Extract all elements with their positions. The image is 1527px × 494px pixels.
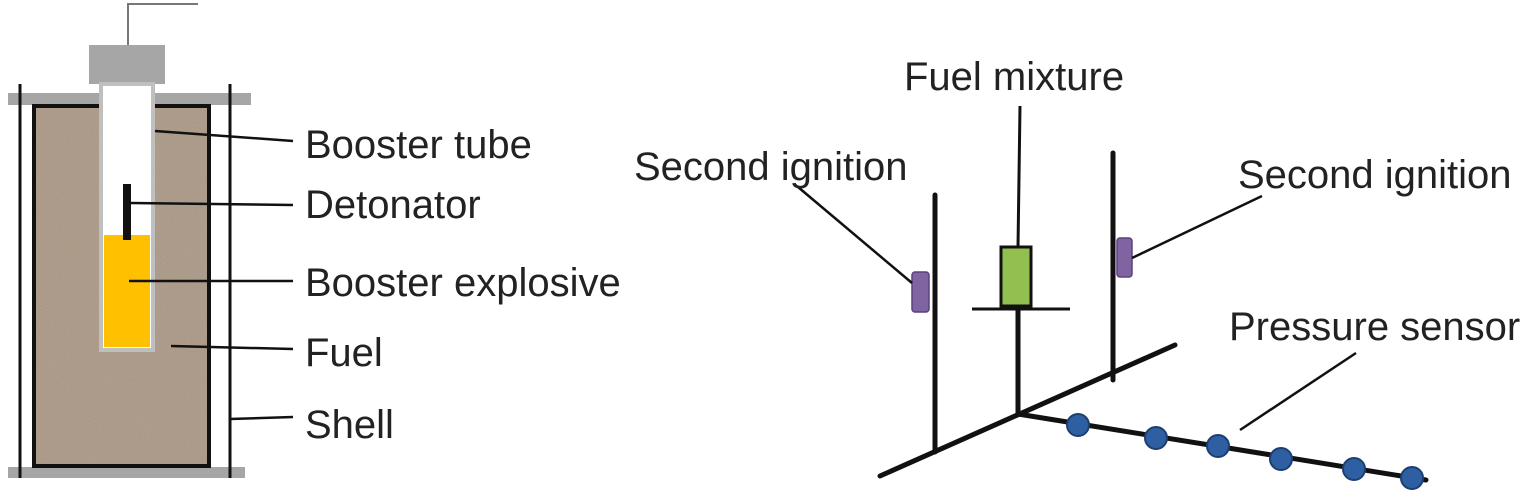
label-second-ignition-left: Second ignition	[634, 145, 908, 189]
pressure-sensor	[1269, 447, 1293, 471]
left-leader-lines	[129, 129, 294, 421]
pressure-sensor	[1144, 426, 1168, 450]
pressure-sensor	[1206, 434, 1230, 458]
label-shell: Shell	[305, 403, 394, 447]
right-leader-lines	[797, 186, 1357, 432]
booster-explosive	[104, 235, 150, 347]
label-fuel: Fuel	[305, 331, 383, 375]
leader-fuel	[170, 344, 294, 351]
charge-assembly	[8, 3, 251, 478]
pressure-sensors	[1066, 413, 1424, 490]
label-booster-explosive: Booster explosive	[305, 261, 621, 305]
bottom-flange	[8, 467, 245, 478]
pressure-sensor	[1066, 413, 1090, 437]
label-second-ignition-right: Second ignition	[1238, 153, 1512, 197]
label-detonator: Detonator	[305, 183, 481, 227]
leader-shell	[229, 415, 294, 421]
diagonal-baseline	[877, 342, 1178, 479]
booster-tube-cap	[89, 45, 165, 84]
leader-detonator	[130, 201, 294, 207]
fuel-mixture-container	[999, 245, 1033, 308]
pressure-sensor	[1342, 457, 1366, 481]
fuel-mixture-assembly	[972, 105, 1070, 311]
fuel-mixture-leader	[1016, 105, 1022, 248]
leader-pressure-sensor	[1239, 351, 1357, 432]
pressure-sensor	[1400, 466, 1424, 490]
second-ignition-right	[1116, 237, 1133, 278]
leader-booster-tube	[154, 129, 294, 143]
leader-second-ignition-right	[1131, 194, 1263, 260]
detonator	[123, 184, 131, 240]
label-fuel-mixture: Fuel mixture	[904, 55, 1124, 99]
second-ignition-left	[911, 271, 930, 313]
label-pressure-sensor: Pressure sensor	[1229, 305, 1520, 349]
label-booster-tube: Booster tube	[305, 123, 532, 167]
leader-second-ignition-left	[797, 186, 913, 284]
